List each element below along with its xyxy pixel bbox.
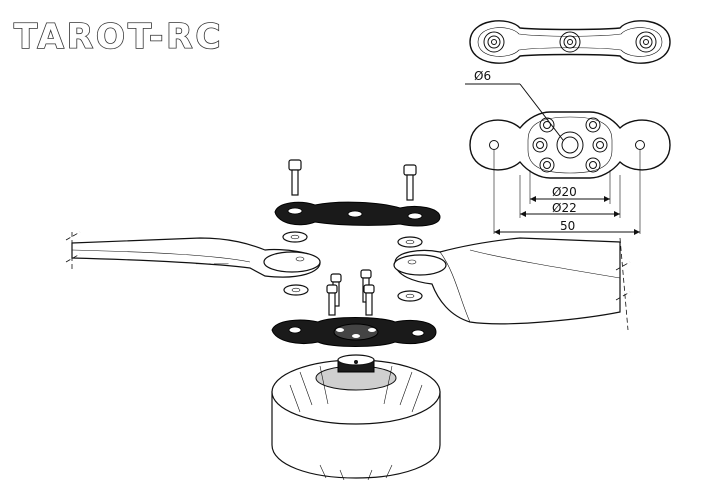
- top-screw-right: [403, 164, 417, 201]
- hub-plate-top-view: Ø6 Ø20 Ø22 50: [465, 69, 671, 235]
- washer-upper-right: [397, 236, 423, 248]
- d6-symbol: Ø: [474, 69, 483, 83]
- lower-hub-plate: [271, 317, 437, 347]
- upper-clamp-plate: [274, 201, 441, 227]
- svg-text:Ø22: Ø22: [552, 201, 577, 215]
- washer-lower-right: [397, 290, 423, 302]
- propeller-blade-left: ──── ────: [65, 231, 321, 278]
- top-screw-left: [288, 159, 302, 196]
- washer-lower-left: [283, 284, 309, 296]
- d22-value: 22: [561, 201, 576, 215]
- brushless-motor: [271, 354, 441, 480]
- svg-text:Ø20: Ø20: [552, 185, 577, 199]
- washer-upper-left: [282, 231, 308, 243]
- d22-symbol: Ø: [552, 201, 561, 215]
- d20-symbol: Ø: [552, 185, 561, 199]
- brand-logo: TAROT-RC: [14, 17, 223, 57]
- svg-text:Ø6: Ø6: [474, 69, 491, 83]
- clamp-plate-top-view: [469, 20, 671, 64]
- blade-print: ──── ────: [195, 261, 229, 268]
- d20-value: 20: [561, 185, 576, 199]
- mid-screw-4: [363, 284, 375, 316]
- propeller-blade-right: [393, 237, 631, 331]
- d6-value: 6: [483, 69, 491, 83]
- mid-screw-3: [326, 284, 338, 316]
- span-50-value: 50: [560, 219, 575, 233]
